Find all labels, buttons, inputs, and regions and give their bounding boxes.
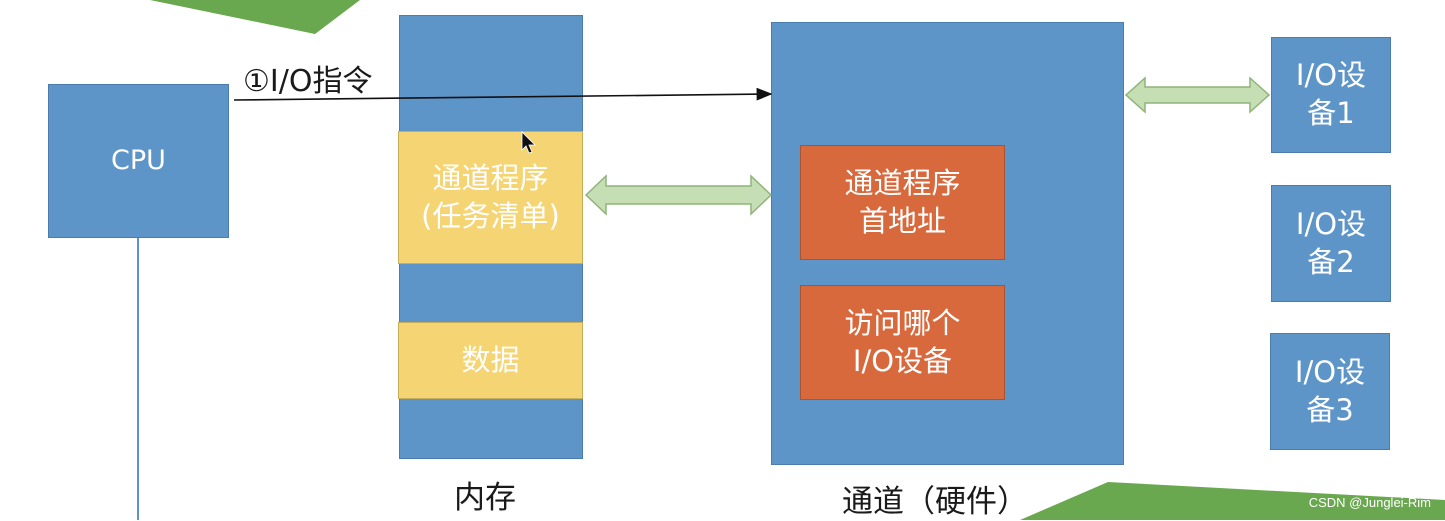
io-device-3-label: I/O设 备3: [1294, 354, 1366, 427]
data-block-label: 数据: [461, 342, 520, 377]
io-instruction-arrow: [233, 87, 773, 101]
program-address-label: 通道程序 首地址: [844, 165, 961, 238]
channel-device-double-arrow: [1124, 76, 1271, 114]
watermark: CSDN @Junglei-Rim: [1308, 495, 1431, 510]
channel-program-block: 通道程序 (任务清单): [398, 131, 583, 264]
channel-program-label: 通道程序 (任务清单): [421, 160, 560, 233]
io-device-1-label: I/O设 备1: [1295, 58, 1367, 130]
which-device-block: 访问哪个 I/O设备: [800, 285, 1005, 400]
slide-corner-top: [150, 0, 360, 34]
io-device-1: I/O设 备1: [1271, 37, 1391, 153]
cpu-box: CPU: [48, 84, 229, 238]
slide-corner-bottom: [1020, 482, 1445, 520]
memory-caption: 内存: [454, 480, 516, 516]
program-address-block: 通道程序 首地址: [800, 145, 1005, 260]
which-device-label: 访问哪个 I/O设备: [844, 305, 961, 378]
memory-channel-double-arrow: [584, 174, 773, 216]
io-device-2: I/O设 备2: [1271, 185, 1391, 302]
io-instruction-label: ①I/O指令: [243, 64, 373, 99]
mouse-cursor-icon: [521, 131, 536, 154]
io-device-3: I/O设 备3: [1270, 333, 1390, 450]
channel-caption: 通道（硬件）: [842, 484, 1028, 520]
data-block: 数据: [398, 322, 583, 399]
cpu-label: CPU: [111, 145, 166, 177]
io-device-2-label: I/O设 备2: [1295, 206, 1367, 279]
